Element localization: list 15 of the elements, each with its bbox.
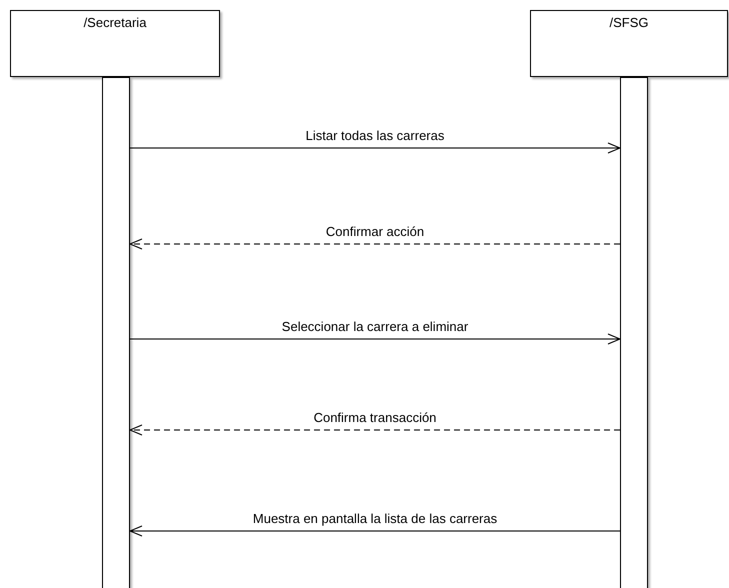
message-arrow — [130, 238, 620, 250]
message-arrow — [130, 424, 620, 436]
message-label: Muestra en pantalla la lista de las carreras — [250, 511, 500, 526]
message-arrow — [130, 526, 620, 536]
message-label: Confirma transacción — [312, 410, 438, 425]
message-label: Seleccionar la carrera a eliminar — [280, 319, 470, 334]
lifeline-header-box — [10, 10, 220, 77]
activation-bar — [102, 77, 130, 588]
message-label: Confirmar acción — [324, 224, 426, 239]
activation-bar — [620, 77, 648, 588]
message-label: Listar todas las carreras — [304, 128, 446, 143]
lifeline-header-box — [530, 10, 728, 77]
lifeline-name: /Secretaria — [82, 14, 148, 30]
lifeline-name: /SFSG — [608, 14, 650, 30]
message-arrow — [130, 334, 620, 344]
